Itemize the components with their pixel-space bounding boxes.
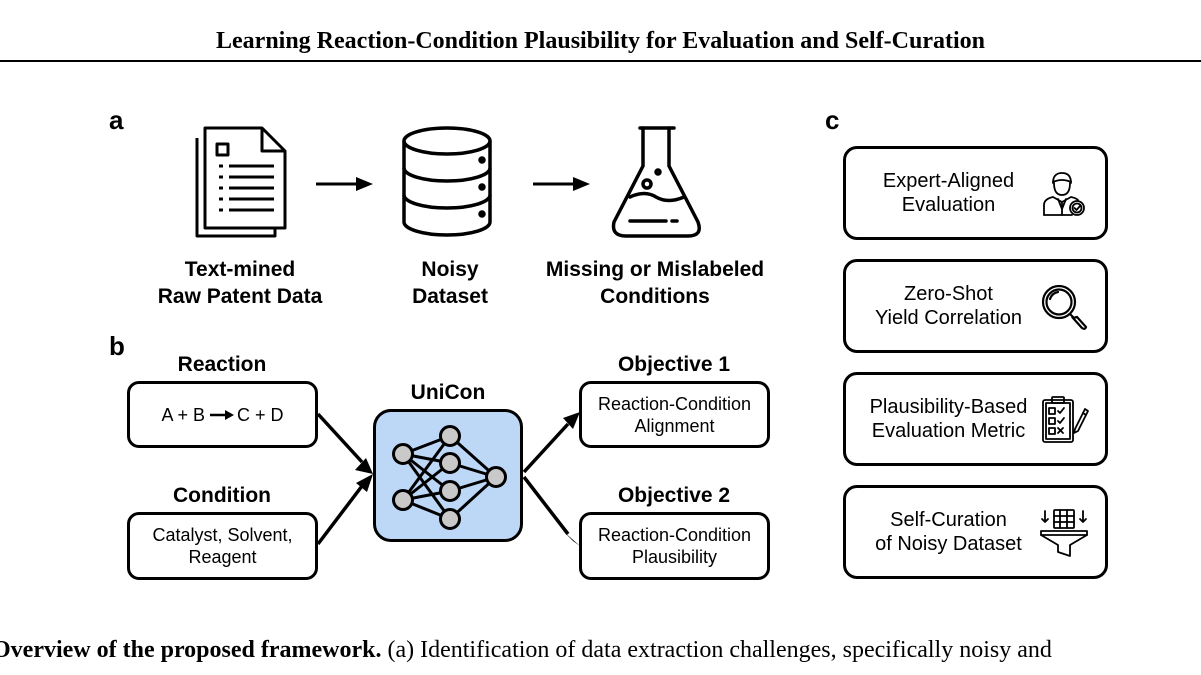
filter-funnel-icon [1040,509,1088,557]
figure-caption: Overview of the proposed framework. (a) … [0,636,1201,664]
document-icon [195,126,287,238]
header-rule [0,60,1201,62]
caption-bold: Overview of the proposed framework. [0,637,382,663]
reaction-box: A + B C + D [127,381,318,448]
arrow-icon [533,177,590,191]
arrow-icon [316,177,373,191]
unicon-model-box [373,409,523,542]
objective1-title: Objective 1 [617,353,731,376]
reaction-title: Reaction [177,353,267,376]
panel-c-letter: c [825,105,840,135]
neural-network-icon [392,425,507,530]
magnifier-icon [1041,284,1088,330]
input-arrows [316,412,570,546]
flask-icon [611,126,701,238]
reaction-lhs: A + B [161,404,206,425]
arrow-head [563,412,580,429]
panel-b-letter: b [109,331,125,361]
model-title: UniCon [410,381,486,404]
checklist-icon [1042,396,1089,443]
reaction-rhs: C + D [237,404,284,425]
condition-title: Condition [173,484,271,507]
caption-text: (a) Identification of data extraction ch… [381,637,1052,663]
objective2-title: Objective 2 [617,484,731,507]
panel-a-letter: a [109,105,124,135]
arrow-head [356,474,373,492]
arrow-head [563,531,580,546]
reaction-arrow-icon [210,409,235,420]
page-header-title: Learning Reaction-Condition Plausibility… [216,28,985,54]
expert-icon [1043,172,1085,216]
arrow-head [355,458,373,474]
database-icon [402,126,492,237]
condition-box: Catalyst, Solvent,Reagent [127,512,318,580]
